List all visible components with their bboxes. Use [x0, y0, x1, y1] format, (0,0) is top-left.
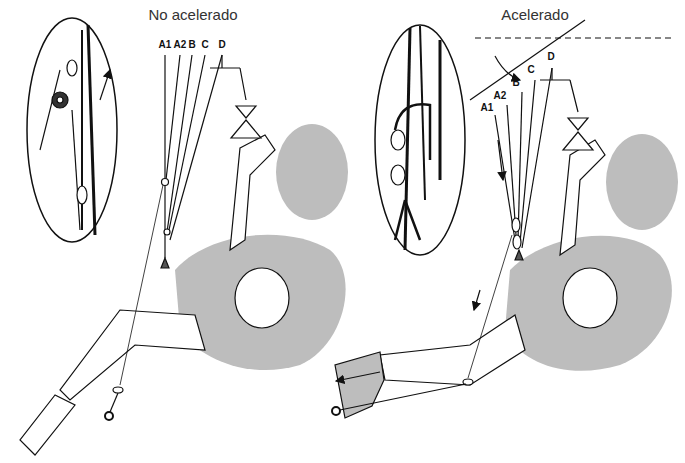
riser-label: C — [527, 65, 534, 75]
risers-right — [332, 20, 672, 415]
pilot-right — [335, 134, 678, 418]
detail-inset-right — [375, 25, 465, 255]
panel-heading: Acelerado — [501, 7, 569, 22]
pilot-left — [20, 124, 348, 455]
riser-label: A2 — [174, 40, 187, 50]
riser-label: D — [547, 52, 554, 62]
riser-label: A1 — [159, 40, 172, 50]
riser-label: A1 — [481, 103, 494, 113]
riser-label: B — [188, 40, 195, 50]
riser-label: B — [512, 78, 519, 88]
risers-left — [105, 55, 261, 420]
riser-label: D — [218, 40, 225, 50]
detail-inset-left — [27, 18, 117, 242]
panel-heading: No acelerado — [148, 7, 237, 22]
riser-label: C — [201, 40, 208, 50]
riser-label: A2 — [494, 91, 507, 101]
